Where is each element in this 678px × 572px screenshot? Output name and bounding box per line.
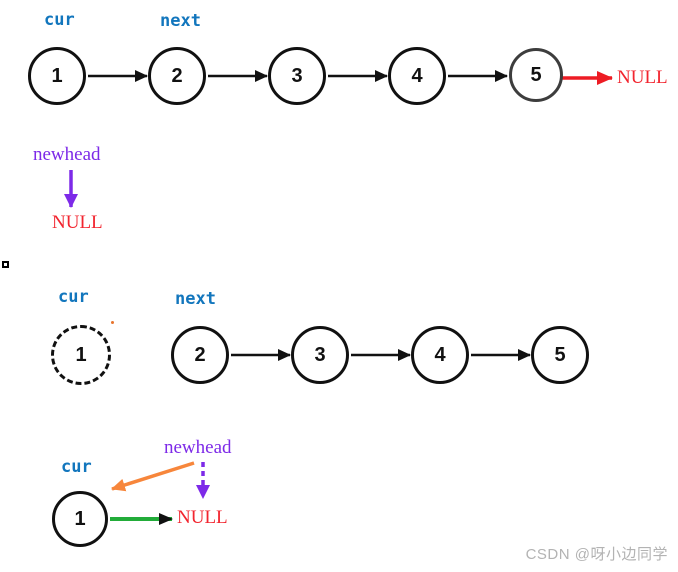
step1-newhead-label: newhead bbox=[33, 144, 101, 165]
step1-null-label: NULL bbox=[617, 67, 668, 88]
step2-node-3: 3 bbox=[291, 326, 349, 384]
stray-square-mark bbox=[2, 261, 9, 268]
step1-newhead-null-label: NULL bbox=[52, 212, 103, 233]
step2-node-4: 4 bbox=[411, 326, 469, 384]
step1-node-2: 2 bbox=[148, 47, 206, 105]
csdn-watermark: CSDN @呀小边同学 bbox=[525, 546, 668, 563]
step2-node-5: 5 bbox=[531, 326, 589, 384]
stray-orange-dot bbox=[111, 321, 114, 324]
step1-node-1: 1 bbox=[28, 47, 86, 105]
step3-newhead-label: newhead bbox=[164, 437, 232, 458]
step3-node-1: 1 bbox=[52, 491, 108, 547]
step1-node-3: 3 bbox=[268, 47, 326, 105]
step1-cur-pointer-label: cur bbox=[44, 10, 75, 30]
step2-next-pointer-label: next bbox=[175, 289, 216, 309]
step1-node-5: 5 bbox=[509, 48, 563, 102]
step1-next-pointer-label: next bbox=[160, 11, 201, 31]
step3-cur-pointer-label: cur bbox=[61, 457, 92, 477]
step2-cur-pointer-label: cur bbox=[58, 287, 89, 307]
step3-newhead-to-node-arrow bbox=[111, 461, 195, 492]
step3-null-label: NULL bbox=[177, 507, 228, 528]
step1-node-4: 4 bbox=[388, 47, 446, 105]
step2-detached-node-1: 1 bbox=[51, 325, 111, 385]
step2-node-2: 2 bbox=[171, 326, 229, 384]
